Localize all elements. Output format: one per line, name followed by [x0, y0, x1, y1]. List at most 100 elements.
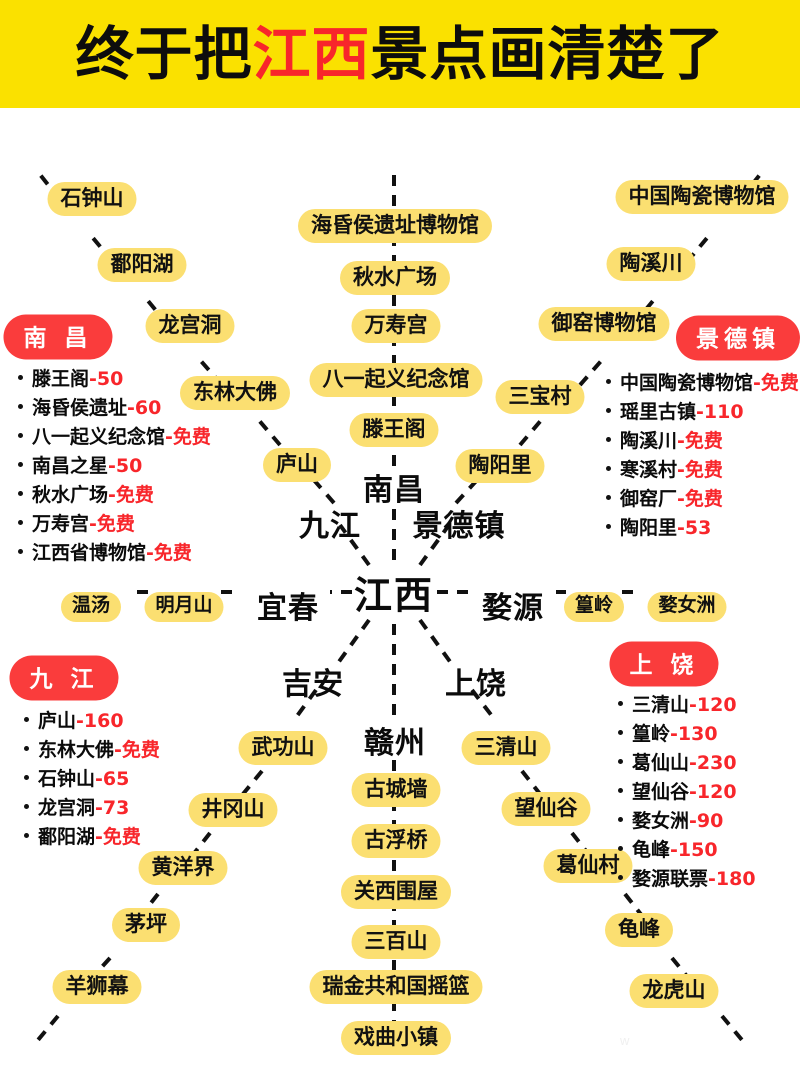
- list-item[interactable]: 葛仙山-230: [618, 754, 756, 773]
- spot-pill-shangrao-2[interactable]: 望仙谷: [501, 791, 591, 827]
- list-item[interactable]: 南昌之星-50: [18, 457, 211, 476]
- list-item[interactable]: 陶阳里-53: [606, 519, 799, 538]
- spot-pill-jingdezhen-1[interactable]: 中国陶瓷博物馆: [615, 179, 789, 215]
- spot-pill-ganzhou-6[interactable]: 戏曲小镇: [341, 1020, 451, 1056]
- watermark: w: [620, 1033, 630, 1048]
- spot-pill-jiujiang-2[interactable]: 鄱阳湖: [97, 247, 187, 283]
- spot-pill-jingdezhen-3[interactable]: 御窑博物馆: [538, 306, 670, 342]
- spot-pill-ganzhou-1[interactable]: 古城墙: [351, 772, 441, 808]
- spot-pill-nanchang-4[interactable]: 八一起义纪念馆: [309, 362, 483, 398]
- spot-pill-nanchang-1[interactable]: 海昏侯遗址博物馆: [298, 208, 492, 244]
- bullet-icon: [24, 746, 29, 751]
- list-item[interactable]: 江西省博物馆-免费: [18, 544, 211, 563]
- spot-pill-nanchang-2[interactable]: 秋水广场: [340, 260, 450, 296]
- spot-pill-jiujiang-3[interactable]: 龙宫洞: [145, 308, 235, 344]
- spot-pill-jian-4[interactable]: 茅坪: [112, 907, 180, 943]
- list-item[interactable]: 寒溪村-免费: [606, 461, 799, 480]
- list-item[interactable]: 万寿宫-免费: [18, 515, 211, 534]
- city-label-nanchang[interactable]: 南昌: [363, 473, 425, 508]
- spot-name: 滕王阁: [32, 368, 90, 390]
- list-item[interactable]: 东林大佛-免费: [24, 741, 160, 760]
- price-list-nanchang: 滕王阁-50 海昏侯遗址-60 八一起义纪念馆-免费 南昌之星-50 秋水广场-…: [18, 370, 211, 573]
- list-item[interactable]: 八一起义纪念馆-免费: [18, 428, 211, 447]
- spot-pill-shangrao-5[interactable]: 龙虎山: [629, 973, 719, 1009]
- list-item[interactable]: 龟峰-150: [618, 841, 756, 860]
- list-item[interactable]: 龙宫洞-73: [24, 799, 160, 818]
- bullet-icon: [18, 375, 23, 380]
- spot-pill-nanchang-3[interactable]: 万寿宫: [351, 308, 441, 344]
- list-item[interactable]: 婺女洲-90: [618, 812, 756, 831]
- list-item[interactable]: 婺源联票-180: [618, 870, 756, 889]
- spot-pill-yichun-1[interactable]: 温汤: [60, 592, 122, 622]
- spot-pill-jian-2[interactable]: 井冈山: [188, 792, 278, 828]
- city-label-wuyuan[interactable]: 婺源: [482, 591, 544, 626]
- badge-jiujiang[interactable]: 九 江: [9, 655, 119, 701]
- spot-pill-jingdezhen-4[interactable]: 三宝村: [495, 379, 585, 415]
- spot-price: -120: [689, 694, 737, 716]
- spot-pill-ganzhou-5[interactable]: 瑞金共和国摇篮: [309, 969, 483, 1005]
- spot-price: -免费: [753, 372, 799, 394]
- list-item[interactable]: 滕王阁-50: [18, 370, 211, 389]
- city-label-jiujiang[interactable]: 九江: [299, 509, 361, 544]
- city-label-ganzhou[interactable]: 赣州: [364, 726, 426, 761]
- spot-pill-jingdezhen-2[interactable]: 陶溪川: [606, 246, 696, 282]
- spot-pill-jian-5[interactable]: 羊狮幕: [52, 969, 142, 1005]
- spot-price: -50: [89, 368, 124, 390]
- spot-pill-jian-1[interactable]: 武功山: [238, 730, 328, 766]
- spot-price: -免费: [89, 513, 135, 535]
- spot-pill-shangrao-4[interactable]: 龟峰: [605, 912, 673, 948]
- badge-shangrao[interactable]: 上 饶: [609, 641, 719, 687]
- list-item[interactable]: 鄱阳湖-免费: [24, 828, 160, 847]
- spot-pill-jiujiang-5[interactable]: 庐山: [263, 447, 331, 483]
- spot-price: -150: [670, 839, 718, 861]
- badge-jingdezhen[interactable]: 景德镇: [676, 315, 800, 361]
- list-item[interactable]: 瑶里古镇-110: [606, 403, 799, 422]
- spot-pill-ganzhou-4[interactable]: 三百山: [351, 924, 441, 960]
- spot-pill-ganzhou-3[interactable]: 关西围屋: [341, 874, 451, 910]
- spot-name: 八一起义纪念馆: [32, 426, 166, 448]
- list-item[interactable]: 御窑厂-免费: [606, 490, 799, 509]
- spot-name: 石钟山: [38, 768, 96, 790]
- spot-name: 瑶里古镇: [620, 401, 697, 423]
- spot-price: -免费: [114, 739, 160, 761]
- list-item[interactable]: 中国陶瓷博物馆-免费: [606, 374, 799, 393]
- list-item[interactable]: 庐山-160: [24, 712, 160, 731]
- spot-pill-jiujiang-4[interactable]: 东林大佛: [180, 375, 290, 411]
- bullet-icon: [18, 491, 23, 496]
- spot-pill-nanchang-5[interactable]: 滕王阁: [349, 412, 439, 448]
- spot-pill-wuyuan-1[interactable]: 篁岭: [563, 592, 625, 622]
- spot-pill-jingdezhen-5[interactable]: 陶阳里: [455, 448, 545, 484]
- title-part-highlight: 江西: [252, 20, 371, 88]
- spot-pill-jiujiang-1[interactable]: 石钟山: [47, 181, 137, 217]
- spot-price: -110: [696, 401, 744, 423]
- spot-pill-shangrao-3[interactable]: 葛仙村: [543, 848, 633, 884]
- spot-pill-ganzhou-2[interactable]: 古浮桥: [351, 823, 441, 859]
- bullet-icon: [618, 817, 623, 822]
- bullet-icon: [606, 495, 611, 500]
- list-item[interactable]: 望仙谷-120: [618, 783, 756, 802]
- list-item[interactable]: 海昏侯遗址-60: [18, 399, 211, 418]
- hub-jiangxi[interactable]: 江西: [353, 573, 435, 618]
- city-label-shangrao[interactable]: 上饶: [445, 667, 507, 702]
- spot-price: -65: [95, 768, 130, 790]
- spot-pill-wuyuan-2[interactable]: 婺女洲: [647, 592, 727, 622]
- city-label-yichun[interactable]: 宜春: [257, 591, 319, 626]
- spot-pill-yichun-2[interactable]: 明月山: [144, 592, 224, 622]
- list-item[interactable]: 石钟山-65: [24, 770, 160, 789]
- list-item[interactable]: 秋水广场-免费: [18, 486, 211, 505]
- list-item[interactable]: 三清山-120: [618, 696, 756, 715]
- bullet-icon: [618, 701, 623, 706]
- spot-price: -免费: [677, 430, 723, 452]
- badge-nanchang[interactable]: 南 昌: [3, 314, 113, 360]
- spot-pill-jian-3[interactable]: 黄洋界: [138, 850, 228, 886]
- spot-pill-shangrao-1[interactable]: 三清山: [461, 730, 551, 766]
- city-label-jian[interactable]: 吉安: [282, 667, 344, 702]
- list-item[interactable]: 篁岭-130: [618, 725, 756, 744]
- bullet-icon: [18, 433, 23, 438]
- city-label-jingdezhen[interactable]: 景德镇: [412, 509, 506, 544]
- bullet-icon: [24, 833, 29, 838]
- spot-name: 海昏侯遗址: [32, 397, 128, 419]
- spot-price: -180: [708, 868, 756, 890]
- list-item[interactable]: 陶溪川-免费: [606, 432, 799, 451]
